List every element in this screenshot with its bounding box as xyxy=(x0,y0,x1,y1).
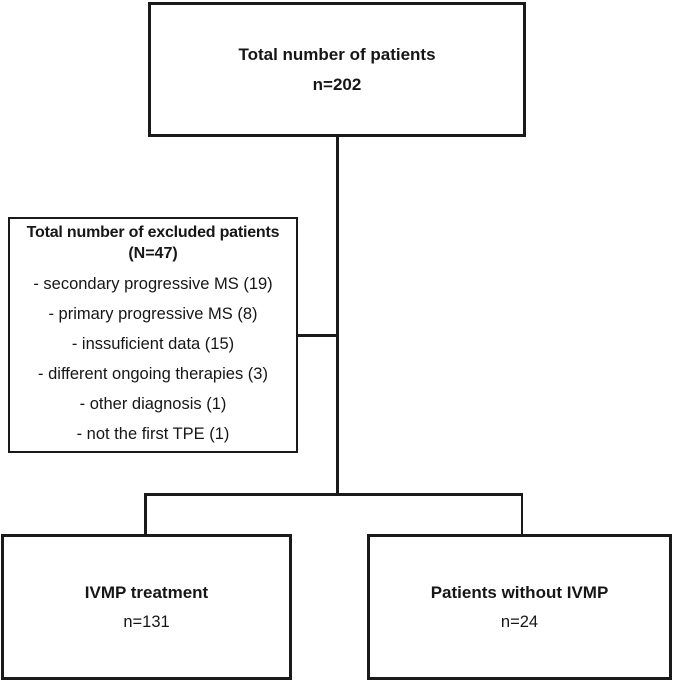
excluded-reason-item: - primary progressive MS (8) xyxy=(48,304,258,323)
excluded-reason-item: - other diagnosis (1) xyxy=(79,394,227,413)
without-ivmp-title: Patients without IVMP xyxy=(430,582,609,602)
connector-right-vertical-line xyxy=(520,493,523,535)
excluded-reason-item: - inssuficient data (15) xyxy=(71,334,235,353)
ivmp-treatment-count: n=131 xyxy=(123,612,170,631)
total-patients-box: Total number of patients n=202 xyxy=(148,2,526,137)
without-ivmp-box: Patients without IVMP n=24 xyxy=(367,534,672,680)
excluded-reason-item: - not the first TPE (1) xyxy=(76,424,230,443)
without-ivmp-count: n=24 xyxy=(500,612,539,631)
total-patients-count: n=202 xyxy=(312,74,362,94)
connector-left-vertical-line xyxy=(144,493,147,535)
total-patients-title: Total number of patients xyxy=(238,44,436,64)
connector-top-vertical-line xyxy=(336,137,339,494)
excluded-patients-box: Total number of excluded patients (N=47)… xyxy=(8,217,298,453)
excluded-reason-item: - secondary progressive MS (19) xyxy=(33,274,273,293)
excluded-patients-count: (N=47) xyxy=(128,244,178,262)
ivmp-treatment-box: IVMP treatment n=131 xyxy=(1,534,292,680)
excluded-patients-title: Total number of excluded patients xyxy=(26,223,280,241)
connector-excluded-horizontal-line xyxy=(297,334,338,337)
excluded-reason-item: - different ongoing therapies (3) xyxy=(38,364,268,383)
connector-split-horizontal-line xyxy=(144,493,523,496)
ivmp-treatment-title: IVMP treatment xyxy=(84,582,209,602)
